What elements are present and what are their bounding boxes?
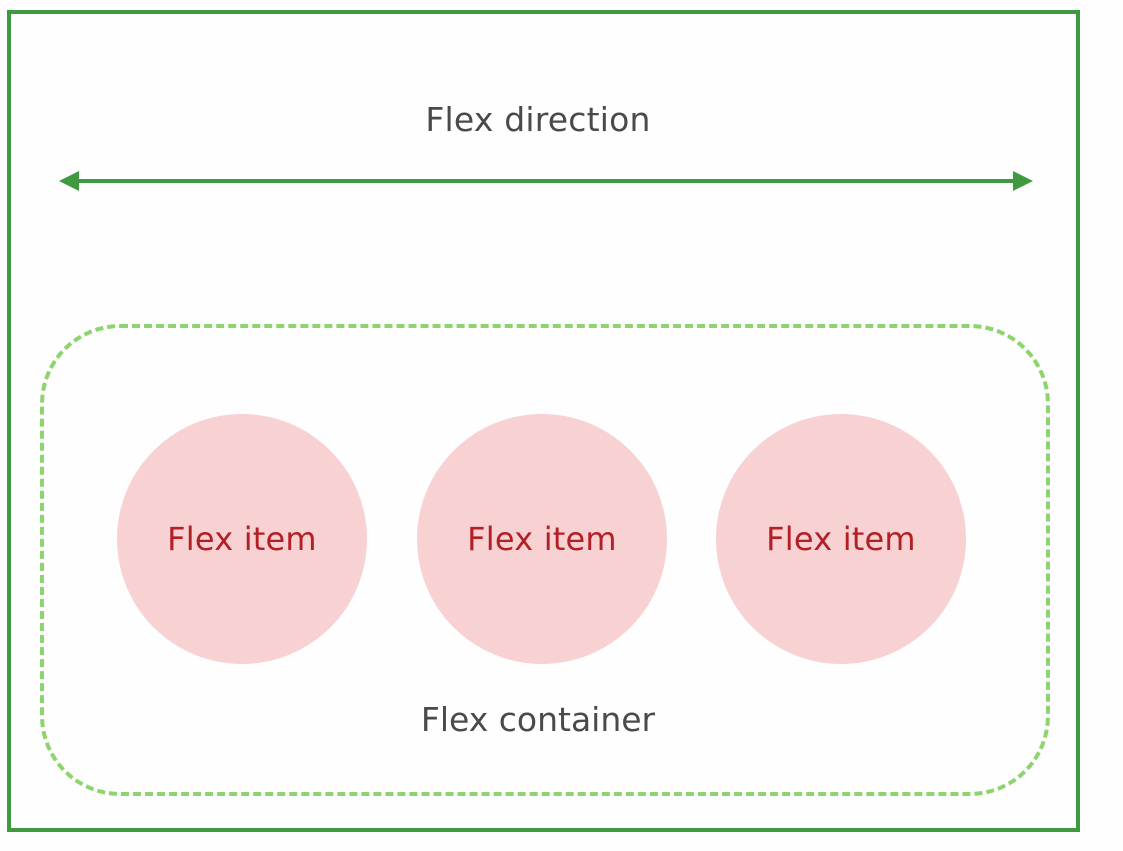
flex-container-label: Flex container xyxy=(420,700,656,739)
double-arrow-icon xyxy=(59,171,1033,191)
flex-item-3: Flex item xyxy=(716,414,966,664)
outer-frame xyxy=(7,10,1080,832)
flex-item-2: Flex item xyxy=(417,414,667,664)
flex-direction-label: Flex direction xyxy=(425,100,651,139)
arrow-head-right xyxy=(1013,171,1033,191)
flex-item-1: Flex item xyxy=(117,414,367,664)
flex-item-label: Flex item xyxy=(766,520,916,558)
flex-container-box xyxy=(40,324,1050,796)
flex-item-label: Flex item xyxy=(467,520,617,558)
arrow-head-left xyxy=(59,171,79,191)
flex-item-label: Flex item xyxy=(167,520,317,558)
